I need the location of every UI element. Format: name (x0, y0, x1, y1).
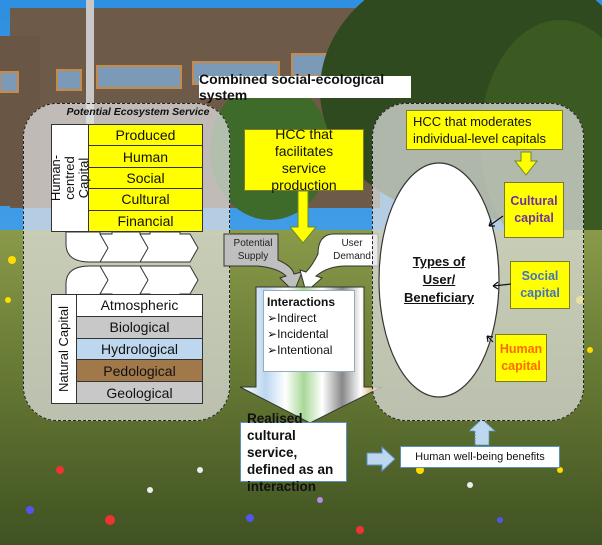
capital-financial: Financial (89, 210, 202, 232)
capital-produced: Produced (89, 125, 202, 147)
natural-pedological: Pedological (77, 360, 202, 383)
human-pointer-arrow-icon (486, 335, 494, 343)
realised-service-box: Realised cultural service, defined as an… (240, 411, 347, 494)
bullet-arrow-icon: ➢ (267, 327, 278, 341)
human-capital-box: Human capital (495, 334, 547, 382)
social-pointer-arrow-icon (492, 281, 512, 290)
user-demand-arrow (299, 233, 379, 293)
interaction-item: ➢Incidental (267, 327, 329, 341)
benefits-up-arrow-icon (468, 418, 496, 446)
human-centred-capital-table: Human-centred Capital Produced Human Soc… (48, 124, 203, 232)
facilitation-arrow-icon (288, 191, 318, 244)
types-of-user-beneficiary-label: Types of User/ Beneficiary (403, 254, 475, 305)
cultural-pointer-arrow-icon (488, 215, 504, 227)
natural-hydrological: Hydrological (77, 338, 202, 361)
interactions-box: Interactions ➢Indirect ➢Incidental ➢Inte… (263, 290, 355, 372)
capital-social: Social (89, 167, 202, 190)
natural-capital-table: Natural Capital Atmospheric Biological H… (51, 294, 203, 404)
capital-human: Human (89, 146, 202, 168)
social-capital-box: Social capital (510, 261, 570, 309)
capital-pointer-arrows (486, 215, 512, 343)
hcc-moderates-box: HCC that moderates individual-level capi… (406, 110, 563, 150)
bullet-arrow-icon: ➢ (267, 311, 278, 325)
potential-supply-label: Potential Supply (233, 238, 273, 262)
interactions-heading: Interactions (267, 295, 336, 309)
user-demand-label: User Demand (333, 238, 371, 262)
human-well-being-benefits-box: Human well-being benefits (400, 446, 560, 468)
interaction-item: ➢Intentional (267, 343, 333, 357)
natural-atmospheric: Atmospheric (77, 295, 202, 317)
benefits-right-arrow-icon (366, 446, 396, 472)
natural-capital-label: Natural Capital (52, 295, 77, 403)
cultural-capital-box: Cultural capital (504, 182, 564, 238)
system-title: Combined social-ecological system (199, 71, 411, 103)
hcc-facilitates-box: HCC that facilitates service production (244, 126, 364, 193)
flow-arrow-upper (65, 232, 199, 263)
natural-geological: Geological (77, 382, 202, 403)
interaction-item: ➢Indirect (267, 311, 317, 325)
human-centred-capital-label: Human-centred Capital (48, 125, 91, 231)
moderation-arrow-icon (513, 151, 539, 176)
user-beneficiary-ellipse (378, 162, 500, 398)
supply-demand-arrows (223, 233, 379, 293)
bullet-arrow-icon: ➢ (267, 343, 278, 357)
capital-cultural: Cultural (89, 189, 202, 211)
potential-ecosystem-service-heading: Potential Ecosystem Service (66, 106, 210, 118)
capital-flow-arrows (65, 232, 199, 296)
natural-biological: Biological (77, 316, 202, 339)
flow-arrow-lower (65, 265, 199, 296)
